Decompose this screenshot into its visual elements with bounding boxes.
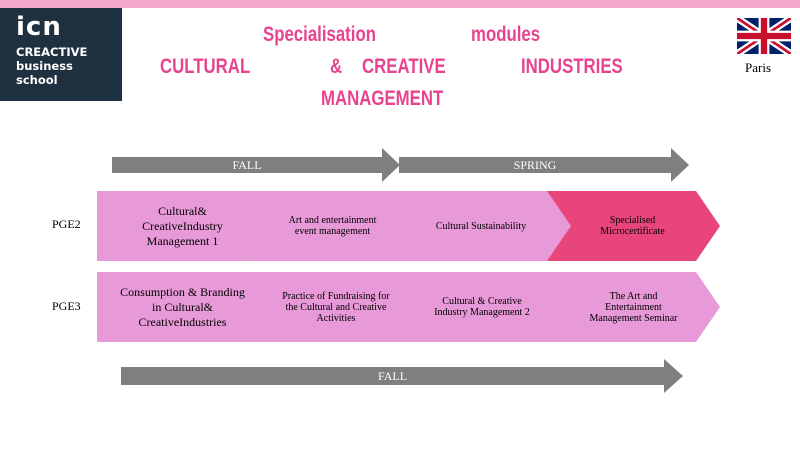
fall-arrow-top [112,148,400,182]
chevron-pge3-1 [97,272,271,342]
module-pge3-4: The Art and Entertainment Management Sem… [589,290,678,324]
spring-label: SPRING [513,158,557,172]
chevron-pge2-4-highlight [547,191,720,261]
row-label-pge3: PGE3 [52,299,81,313]
chevron-pge3-2 [247,272,423,342]
spring-arrow [399,148,689,182]
fall-arrow-bottom [121,359,683,393]
chevron-pge2-3 [397,191,573,261]
fall-label-bottom: FALL [377,369,408,383]
title-word-creative: CREATIVE [362,55,446,78]
logo-line-creactive: CREACTIVE [16,45,88,59]
uk-flag-icon [737,18,791,54]
title-word-specialisation: Specialisation [263,23,376,46]
chevron-pge2-2 [247,191,423,261]
fall-label-top: FALL [232,158,262,172]
row-label-pge2: PGE2 [52,217,81,231]
title-word-cultural: CULTURAL [160,55,251,78]
module-pge2-2: Art and entertainment event management [288,215,377,237]
chevron-pge3-3 [397,272,573,342]
module-pge2-3: Cultural Sustainability [435,220,527,232]
title-word-modules: modules [471,23,541,46]
title-word-ampersand: & [330,55,343,78]
module-pge2-1: Cultural& CreativeIndustry Management 1 [142,203,223,248]
module-pge3-3: Cultural & Creative Industry Management … [434,296,530,318]
top-accent-bar [0,0,800,8]
module-pge3-2: Practice of Fundraising for the Cultural… [282,290,390,324]
title-word-industries: INDUSTRIES [521,55,623,78]
module-pge3-1: Consumption & Branding in Cultural& Crea… [120,284,245,329]
school-logo[interactable]: icn CREACTIVE business school [0,8,122,101]
chevron-pge3-4 [547,272,720,342]
logo-line-business: business [16,59,73,73]
title-word-management: MANAGEMENT [321,87,444,110]
module-pge2-4: Specialised Microcertificate [600,215,665,237]
logo-wordmark: icn [16,12,62,42]
logo-line-school: school [16,73,58,87]
chevron-pge2-1 [97,191,271,261]
location-label: Paris [745,60,771,75]
